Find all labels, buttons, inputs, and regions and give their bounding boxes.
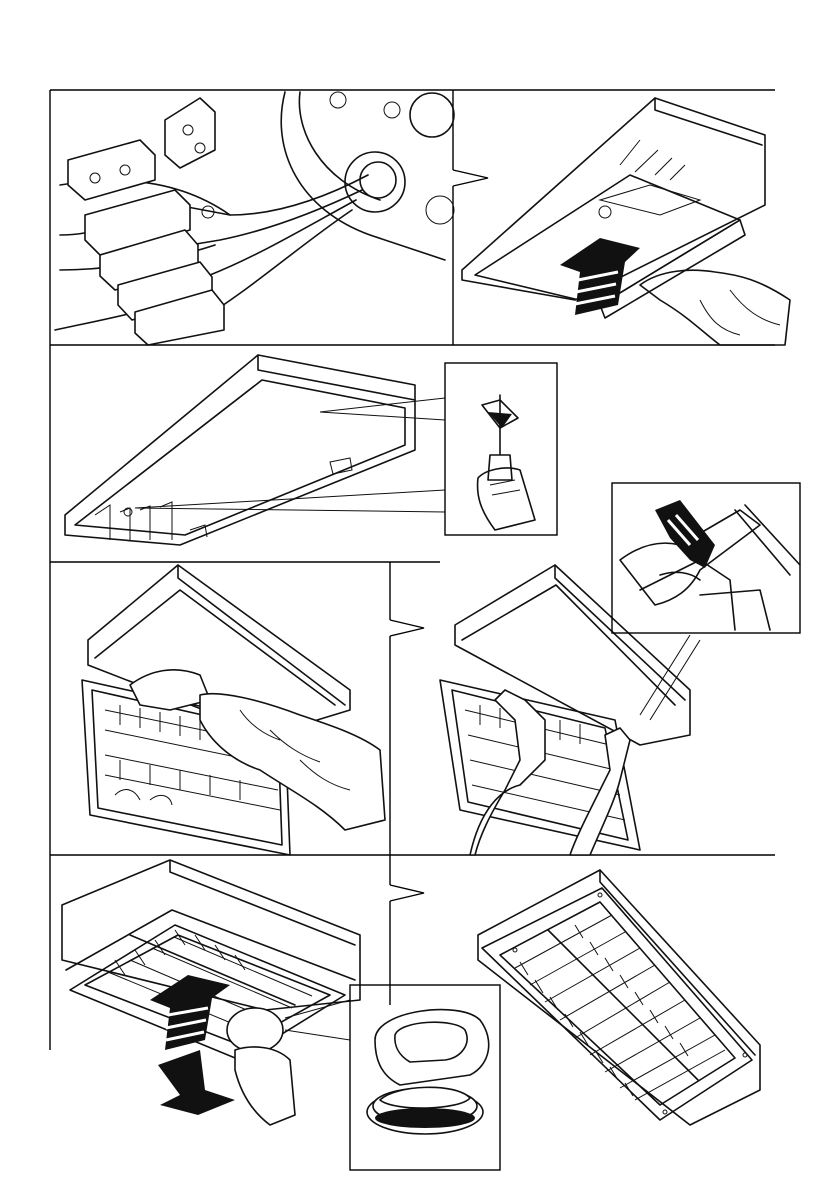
screwdriver-icon [478, 395, 535, 530]
panel-release-clip [440, 483, 800, 855]
panel-wire-connection [55, 92, 454, 345]
panel-suction-lift-louvre [62, 860, 500, 1170]
panel-close-gear-tray [462, 98, 790, 345]
panel-detach-diffuser [82, 565, 385, 855]
screw-detail-inset [445, 363, 557, 535]
suction-cup-icon [367, 1010, 489, 1134]
clip-detail-icon [620, 500, 800, 630]
louvre-icon [515, 915, 725, 1100]
panel-screw-fixing [65, 355, 557, 545]
push-up-arrow-icon [150, 975, 235, 1115]
terminal-block-icon [68, 98, 224, 345]
panel-finished-luminaire [478, 870, 760, 1125]
